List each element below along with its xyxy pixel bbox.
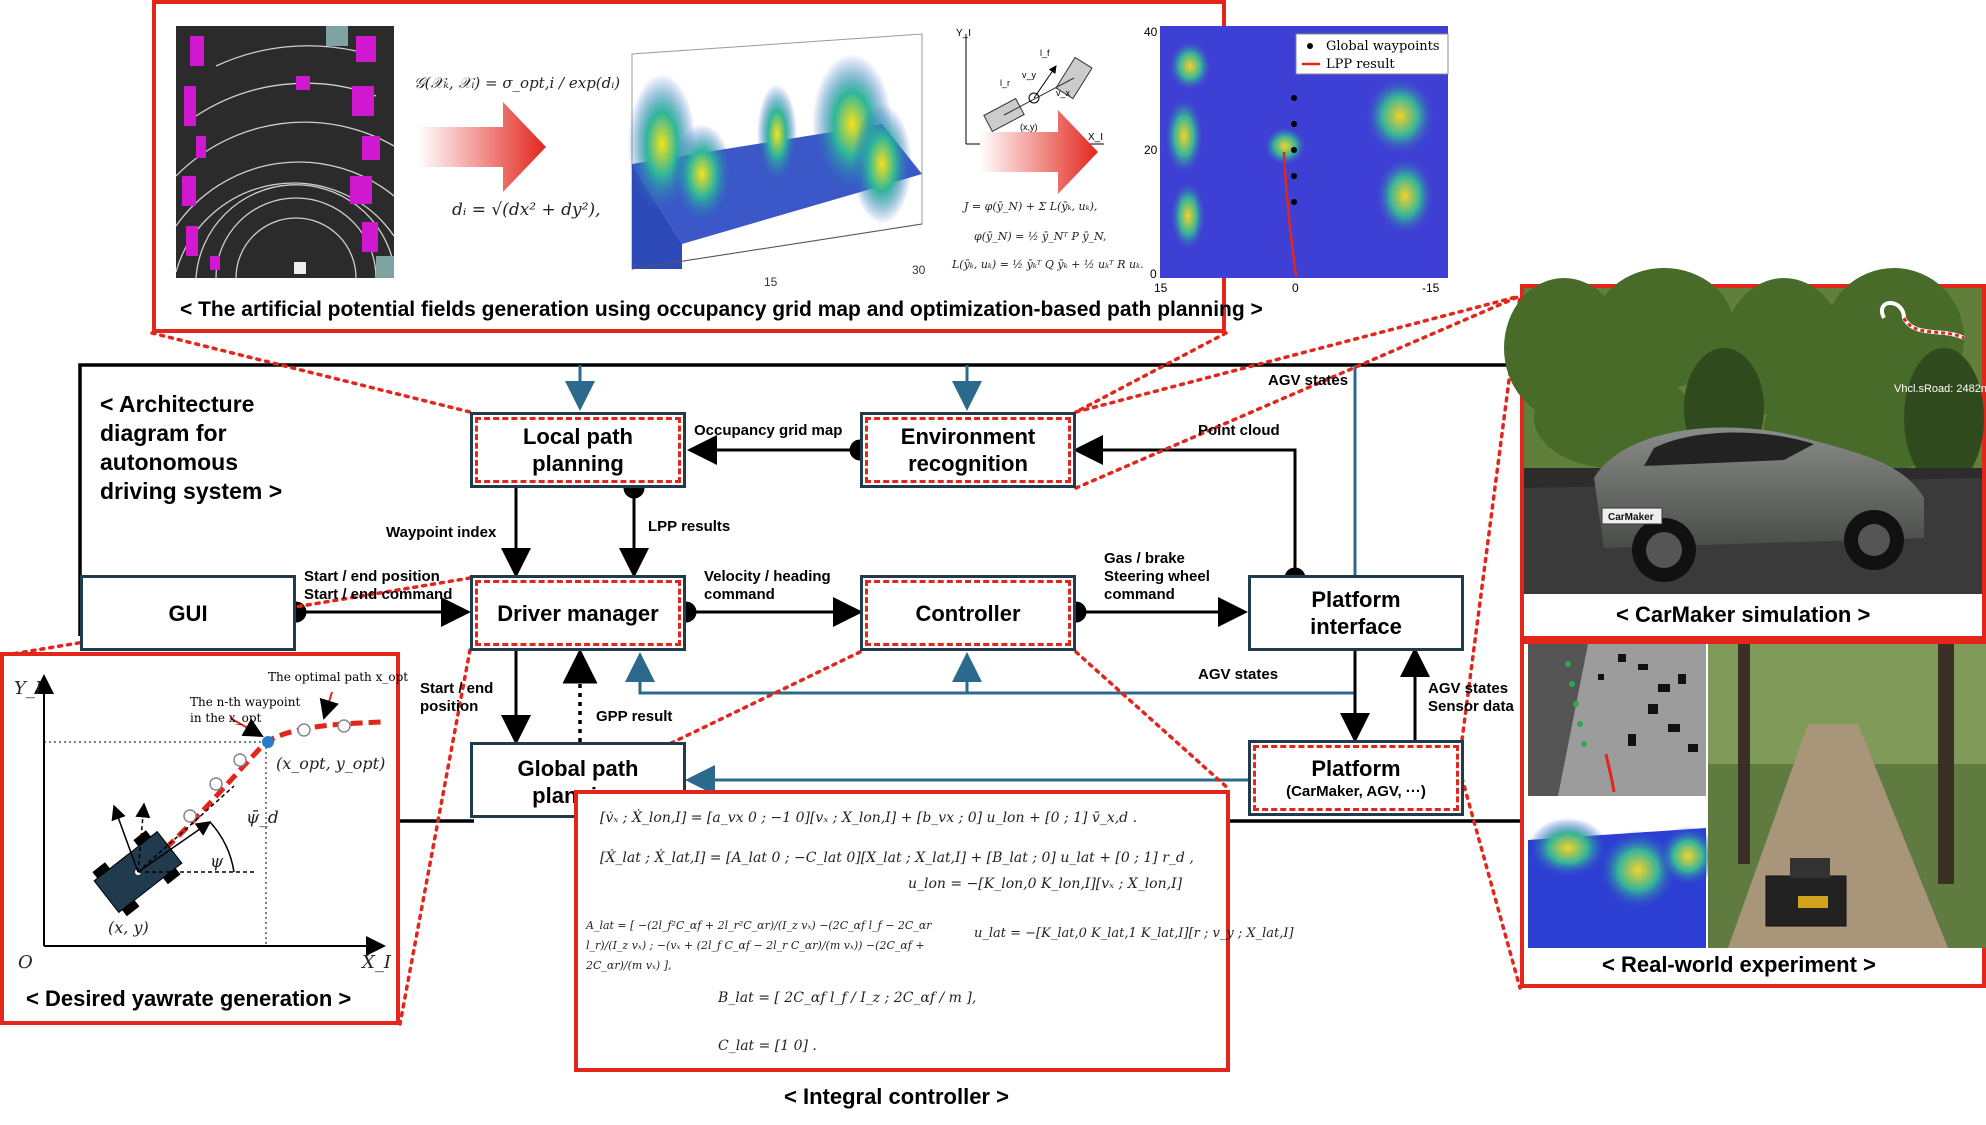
kin-label-lr: l_r xyxy=(1000,78,1010,88)
platform-interface-block[interactable]: Platform interface xyxy=(1248,575,1464,651)
carmaker-scene: CarMaker Vhcl.sRoad: 2482m xyxy=(1504,268,1986,594)
yaw-point-label: (x_opt, y_opt) xyxy=(276,754,386,773)
lpp-xtick-0: 0 xyxy=(1292,281,1299,295)
label-occupancy-grid: Occupancy grid map xyxy=(694,422,843,439)
red-arrow-1 xyxy=(418,102,546,192)
ic-eq1: [v̇ₓ ; Ẋ_lon,I] = [a_vx 0 ; −1 0][vₓ ; X… xyxy=(600,810,1138,826)
label-gpp-result: GPP result xyxy=(596,708,673,725)
lpp-result-plot: Global waypoints LPP result 40 20 0 15 0… xyxy=(1144,25,1449,295)
architecture-title: < Architecture diagram for autonomous dr… xyxy=(100,391,283,504)
yaw-psi-d: ψ̄_d xyxy=(246,808,279,828)
yawrate-panel: Y_I X_I O The optimal path x_opt The n-t… xyxy=(0,652,408,1025)
carmaker-caption: < CarMaker simulation > xyxy=(1616,602,1871,627)
lpp-xtick-m15: -15 xyxy=(1422,281,1440,295)
yaw-psi: ψ xyxy=(210,852,224,872)
ic-eq2b: u_lon = −[K_lon,0 K_lon,I][vₓ ; X_lon,I] xyxy=(908,876,1183,892)
apf-equation-g: 𝒢(𝒳ₖ, 𝒳ᵢ) = σ_opt,i / exp(dᵢ) xyxy=(414,74,621,92)
surface-tick-15: 15 xyxy=(764,275,778,289)
realworld-potential-field-image xyxy=(1528,800,1718,948)
kin-label-lf: l_f xyxy=(1040,48,1050,58)
label-lpp-results: LPP results xyxy=(648,518,731,535)
yaw-nth-waypoint-label: The n-th waypoint in the x_opt xyxy=(190,695,301,725)
realworld-photo xyxy=(1708,644,1986,948)
surface-tick-30: 30 xyxy=(912,263,926,277)
label-velocity-heading: Velocity / heading command xyxy=(704,568,831,603)
lpp-ytick-40: 40 xyxy=(1144,25,1158,39)
local-path-planning-label: Local path planning xyxy=(522,424,633,476)
environment-recognition-block[interactable]: Environment recognition xyxy=(860,412,1076,488)
kin-label-vy: v_y xyxy=(1022,70,1037,80)
kin-label-x: X_I xyxy=(1088,132,1103,143)
gui-block[interactable]: GUI xyxy=(80,575,296,651)
driver-manager-label: Driver manager xyxy=(497,600,659,626)
label-start-end-position: Start / end position xyxy=(420,680,494,715)
local-path-planning-block[interactable]: Local path planning xyxy=(470,412,686,488)
red-arrow-2 xyxy=(980,110,1098,194)
platform-label: Platform xyxy=(1311,755,1401,781)
integral-caption: < Integral controller > xyxy=(784,1084,1009,1109)
kin-label-vx: v_x xyxy=(1056,88,1071,98)
carmaker-panel: CarMaker Vhcl.sRoad: 2482m < CarMaker si… xyxy=(1504,268,1986,640)
kin-label-xy: (x,y) xyxy=(1020,122,1038,132)
legend-lpp: LPP result xyxy=(1326,57,1395,72)
platform-interface-label: Platform interface xyxy=(1310,587,1402,639)
carmaker-badge: CarMaker xyxy=(1608,512,1654,523)
yawrate-caption: < Desired yawrate generation > xyxy=(26,986,352,1011)
yaw-origin: O xyxy=(18,952,33,973)
ic-eq3: A_lat = [ −(2l_f²C_αf + 2l_r²C_αr)/(I_z … xyxy=(586,919,932,972)
mpc-equation-phi: φ(ȳ_N) = ½ ȳ_Nᵀ P ȳ_N, xyxy=(974,230,1107,243)
controller-label: Controller xyxy=(915,600,1021,626)
yaw-vehicle-label: (x, y) xyxy=(108,918,149,937)
label-point-cloud: Point cloud xyxy=(1198,422,1280,439)
apf-equation-d: dᵢ = √(dx² + dy²), xyxy=(452,200,601,220)
environment-recognition-label: Environment recognition xyxy=(900,424,1036,476)
mpc-equation-j: J = φ(ȳ_N) + Σ L(ȳₖ, uₖ), xyxy=(964,200,1098,213)
gui-label: GUI xyxy=(168,600,208,626)
realworld-caption: < Real-world experiment > xyxy=(1602,952,1876,977)
ic-eq4: B_lat = [ 2C_αf l_f / I_z ; 2C_αf / m ], xyxy=(718,990,977,1006)
yaw-optimal-path-label: The optimal path x_opt xyxy=(268,670,409,684)
label-agv-states-top: AGV states xyxy=(1268,372,1349,389)
label-waypoint-index: Waypoint index xyxy=(386,524,497,541)
kin-label-y: Y_I xyxy=(956,28,971,39)
potential-field-surface: 15 30 xyxy=(628,33,926,289)
legend-waypoints: Global waypoints xyxy=(1326,39,1440,54)
driver-manager-block[interactable]: Driver manager xyxy=(470,575,686,651)
controller-block[interactable]: Controller xyxy=(860,575,1076,651)
ic-eq2: [Ẋ_lat ; Ẋ_lat,I] = [A_lat 0 ; −C_lat 0]… xyxy=(600,850,1194,866)
label-gas-brake: Gas / brake Steering wheel command xyxy=(1104,550,1210,603)
mpc-equation-l: L(ȳₖ, uₖ) = ½ ȳₖᵀ Q ȳₖ + ½ uₖᵀ R uₖ. xyxy=(952,258,1144,271)
occupancy-grid-image xyxy=(175,26,395,279)
label-agv-sensor: AGV states Sensor data xyxy=(1428,680,1514,715)
label-start-end: Start / end position Start / end command xyxy=(304,568,453,603)
platform-sub-label: (CarMaker, AGV, ···) xyxy=(1286,782,1426,800)
realworld-occupancy-image xyxy=(1528,644,1706,796)
label-agv-states-mid: AGV states xyxy=(1198,666,1279,683)
yaw-axis-y: Y_I xyxy=(14,678,42,699)
ic-eq5: C_lat = [1 0] . xyxy=(718,1038,817,1054)
integral-panel: [v̇ₓ ; Ẋ_lon,I] = [a_vx 0 ; −1 0][vₓ ; X… xyxy=(574,790,1294,1072)
yawrate-diagram xyxy=(34,674,386,956)
lpp-ytick-20: 20 xyxy=(1144,143,1158,157)
ic-eq3b: u_lat = −[K_lat,0 K_lat,1 K_lat,I][r ; v… xyxy=(974,926,1294,941)
lpp-xtick-15: 15 xyxy=(1154,281,1168,295)
apf-caption: < The artificial potential fields genera… xyxy=(180,298,1263,321)
apf-panel: 𝒢(𝒳ₖ, 𝒳ᵢ) = σ_opt,i / exp(dᵢ) dᵢ = √(dx²… xyxy=(152,0,1449,333)
platform-block[interactable]: Platform (CarMaker, AGV, ···) xyxy=(1248,740,1464,816)
yaw-axis-x: X_I xyxy=(362,952,391,973)
carmaker-hud: Vhcl.sRoad: 2482m xyxy=(1894,383,1986,395)
realworld-panel: < Real-world experiment > xyxy=(1520,640,1986,988)
lpp-ytick-0: 0 xyxy=(1150,267,1157,281)
